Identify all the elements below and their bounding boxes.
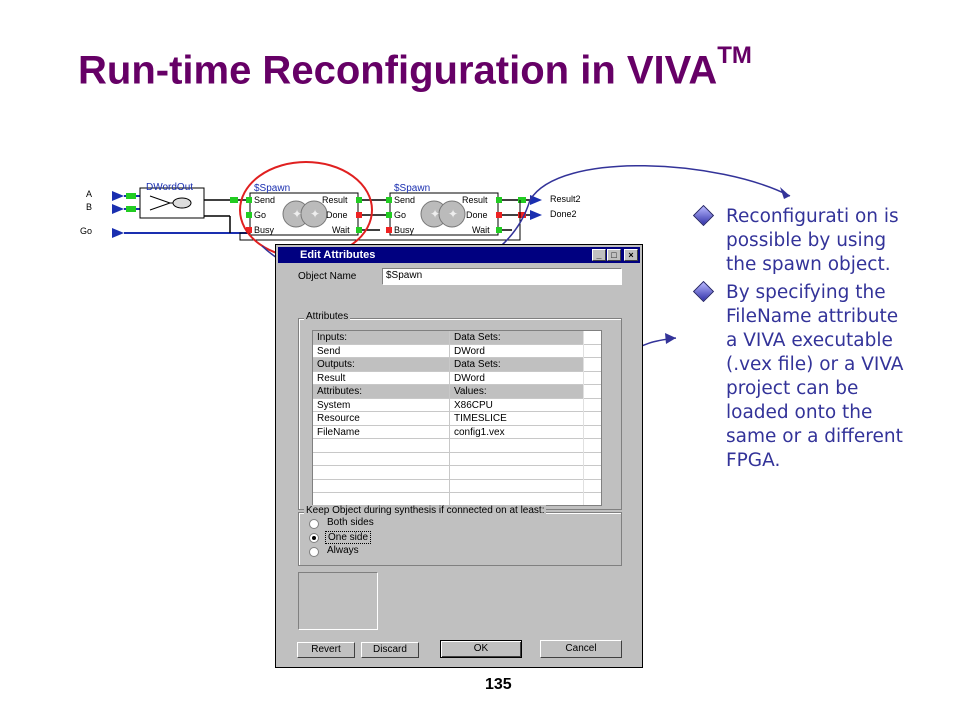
grid-cell-value[interactable] [450,439,583,453]
grid-cell-name[interactable] [313,480,449,494]
grid-cell-name[interactable]: Inputs: [313,331,449,345]
slide-title: Run-time Reconfiguration in VIVATM [78,42,752,93]
grid-cell-name[interactable]: Resource [317,413,360,424]
grid-cell-name[interactable] [313,439,449,453]
page-number: 135 [485,676,512,693]
bullet-text-2: By specifying the FileName attribute a V… [726,282,904,471]
spawn2-pin-wait: Wait [472,225,490,235]
maximize-icon[interactable]: □ [607,249,621,261]
diamond-bullet-icon [692,204,715,227]
grid-cell-value[interactable]: DWord [454,372,485,384]
input-a-connector [112,191,140,201]
input-go-connector [112,228,248,238]
radio-always[interactable] [309,547,319,557]
keep-object-group-label: Keep Object during synthesis if connecte… [304,505,547,516]
grid-cell-name[interactable] [313,466,449,480]
svg-text:✦: ✦ [430,207,440,221]
input-b-connector [112,204,140,214]
spawn1-name: $Spawn [254,183,291,194]
grid-cell-value[interactable]: Data Sets: [450,331,583,345]
grid-cell-value[interactable]: Data Sets: [450,358,583,372]
spawn1-pin-busy: Busy [254,225,275,235]
radio-always-label[interactable]: Always [327,545,359,556]
grid-cell-value[interactable]: TIMESLICE [454,413,507,424]
preview-pane [298,572,378,630]
grid-cell-name[interactable]: Attributes: [313,385,449,399]
minimize-icon[interactable]: _ [592,249,606,261]
grid-cell-name[interactable]: System [317,399,351,411]
spawn2-name: $Spawn [394,183,431,194]
grid-cell-value[interactable] [450,453,583,467]
grid-cell-value[interactable] [450,466,583,480]
revert-button[interactable]: Revert [297,642,355,658]
grid-cell-name[interactable]: Result [317,372,346,384]
attributes-group-label: Attributes [304,311,351,322]
spawn1-pin-send: Send [254,195,276,205]
bullet-text-1: Reconfigurati on is possible by using th… [726,206,899,275]
grid-cell-name[interactable]: Outputs: [313,358,449,372]
slide-title-text: Run-time Reconfiguration in VIVA [78,48,718,93]
radio-one-side-label[interactable]: One side [325,531,372,544]
dialog-titlebar[interactable]: Edit Attributes _ □ × [278,247,640,263]
spawn1-pin-done: Done [326,210,348,220]
grid-cell-name[interactable]: Send [317,345,341,357]
svg-text:✦: ✦ [448,207,458,221]
grid-cell-name[interactable] [313,453,449,467]
radio-one-side[interactable] [309,533,319,543]
spawn2-pin-done: Done [466,210,488,220]
spawn2-pin-go: Go [394,210,407,220]
radio-both-sides-label[interactable]: Both sides [327,517,374,528]
spawn1-pin-wait: Wait [332,225,350,235]
diamond-bullet-icon [692,280,715,303]
output-label-result2: Result2 [550,194,581,204]
dword-out-label: DWordOut [146,182,194,193]
spawn1-pin-go: Go [254,210,267,220]
discard-button[interactable]: Discard [361,642,419,658]
grid-cell-value[interactable]: config1.vex [454,426,505,438]
radio-both-sides[interactable] [309,519,319,529]
input-label-a: A [86,189,93,199]
spawn1-pin-result: Result [322,195,348,205]
trademark-superscript: TM [717,42,752,69]
spawn2-pin-result: Result [462,195,488,205]
input-label-b: B [86,202,93,212]
svg-text:✦: ✦ [310,207,320,221]
bullet-item: By specifying the FileName attribute a V… [692,280,912,473]
spawn2-pin-send: Send [394,195,416,205]
object-name-field[interactable]: $Spawn [382,268,622,285]
output-label-done2: Done2 [550,209,577,219]
input-label-go: Go [80,226,93,236]
grid-cell-value[interactable]: X86CPU [454,399,493,411]
cancel-button[interactable]: Cancel [540,640,622,658]
bullet-item: Reconfigurati on is possible by using th… [692,204,912,277]
svg-text:✦: ✦ [292,207,302,221]
bullet-list: Reconfigurati on is possible by using th… [692,204,912,477]
grid-cell-value[interactable]: DWord [454,345,485,357]
grid-cell-value[interactable]: Values: [450,385,583,399]
grid-cell-value[interactable] [450,480,583,494]
object-name-label: Object Name [298,271,357,282]
grid-cell-name[interactable]: FileName [317,426,360,438]
close-icon[interactable]: × [624,249,638,261]
ok-button[interactable]: OK [440,640,522,658]
dialog-title: Edit Attributes [300,249,376,261]
spawn2-pin-busy: Busy [394,225,415,235]
